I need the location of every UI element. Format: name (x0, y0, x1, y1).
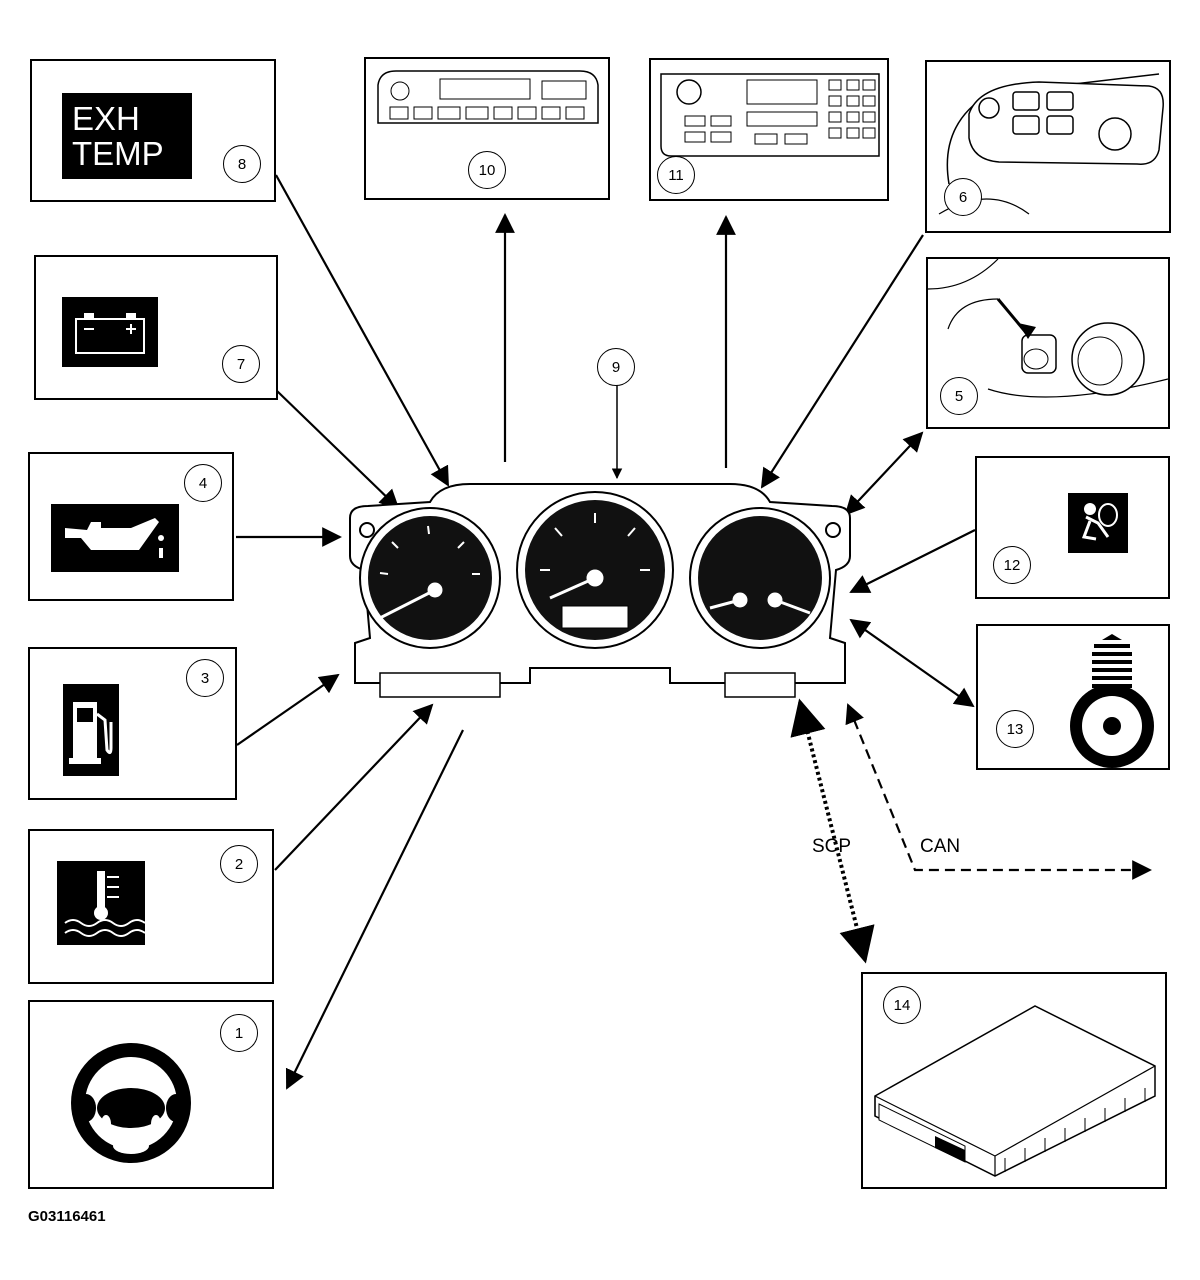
callout-1: 1 (220, 1014, 258, 1052)
scp-link (790, 698, 875, 964)
box-battery: 7 (34, 255, 278, 400)
arrow-7 (275, 389, 400, 510)
mount-hole-right (825, 522, 841, 538)
control-module-drawing (874, 1005, 1156, 1177)
callout-7: 7 (222, 345, 260, 383)
box-switch-sensor: 5 (926, 257, 1170, 429)
arrow-3 (236, 673, 340, 746)
window-switch-pack-drawing (938, 73, 1164, 215)
box-oil-pressure: 4 (28, 452, 234, 601)
arrow-2 (274, 703, 434, 871)
callout-12: 12 (993, 546, 1031, 584)
box-climate-control: 10 (364, 57, 610, 200)
cluster-connectors (379, 672, 796, 698)
audio-unit-drawing (660, 73, 880, 157)
box-audio-unit: 11 (649, 58, 889, 201)
arrow-1 (285, 729, 464, 1090)
callout-10: 10 (468, 151, 506, 189)
arrow-6 (760, 234, 924, 489)
box-control-module: 14 (861, 972, 1167, 1189)
callout-2: 2 (220, 845, 258, 883)
callout-8: 8 (223, 145, 261, 183)
exh-temp-line1: EXH (72, 100, 140, 137)
box-fuel: 3 (28, 647, 237, 800)
callout-5: 5 (940, 377, 978, 415)
mount-hole-left (359, 522, 375, 538)
exh-temp-warning: EXH TEMP (62, 93, 192, 179)
callout-11: 11 (657, 156, 695, 194)
fuel-pump-icon (63, 684, 119, 776)
box-exh-temp: EXH TEMP 8 (30, 59, 276, 202)
callout-9: 9 (597, 348, 635, 386)
callout-14: 14 (883, 986, 921, 1024)
airbag-icon (1068, 493, 1128, 553)
gauges-dial (698, 516, 822, 640)
callout-13: 13 (996, 710, 1034, 748)
can-link (845, 703, 1152, 880)
box-airbag: 12 (975, 456, 1170, 599)
switch-sensor-drawing (928, 259, 1168, 398)
exh-temp-line2: TEMP (72, 135, 164, 172)
figure-id: G03116461 (28, 1208, 106, 1225)
scp-label: SCP (812, 836, 852, 857)
box-sensor: 13 (976, 624, 1170, 770)
arrow-5 (844, 431, 924, 516)
arrow-8 (275, 174, 449, 487)
arrow-13 (849, 618, 975, 708)
box-coolant: 2 (28, 829, 274, 984)
climate-panel-drawing (377, 70, 599, 124)
arrow-12 (849, 529, 976, 593)
can-label: CAN (920, 836, 961, 857)
sensor-coil-icon (1070, 634, 1154, 768)
battery-icon (62, 297, 158, 367)
tachometer-dial (368, 516, 492, 640)
callout-3: 3 (186, 659, 224, 697)
oil-can-icon (51, 504, 179, 572)
callout-4: 4 (184, 464, 222, 502)
odometer-display (561, 605, 629, 629)
instrument-cluster (349, 483, 851, 698)
box-window-switches: 6 (925, 60, 1171, 233)
dial-ticks (379, 513, 650, 575)
callout-6: 6 (944, 178, 982, 216)
box-steering-wheel: 1 (28, 1000, 274, 1189)
coolant-temp-icon (57, 861, 145, 945)
needles (379, 569, 811, 620)
steering-wheel-icon (71, 1043, 191, 1163)
